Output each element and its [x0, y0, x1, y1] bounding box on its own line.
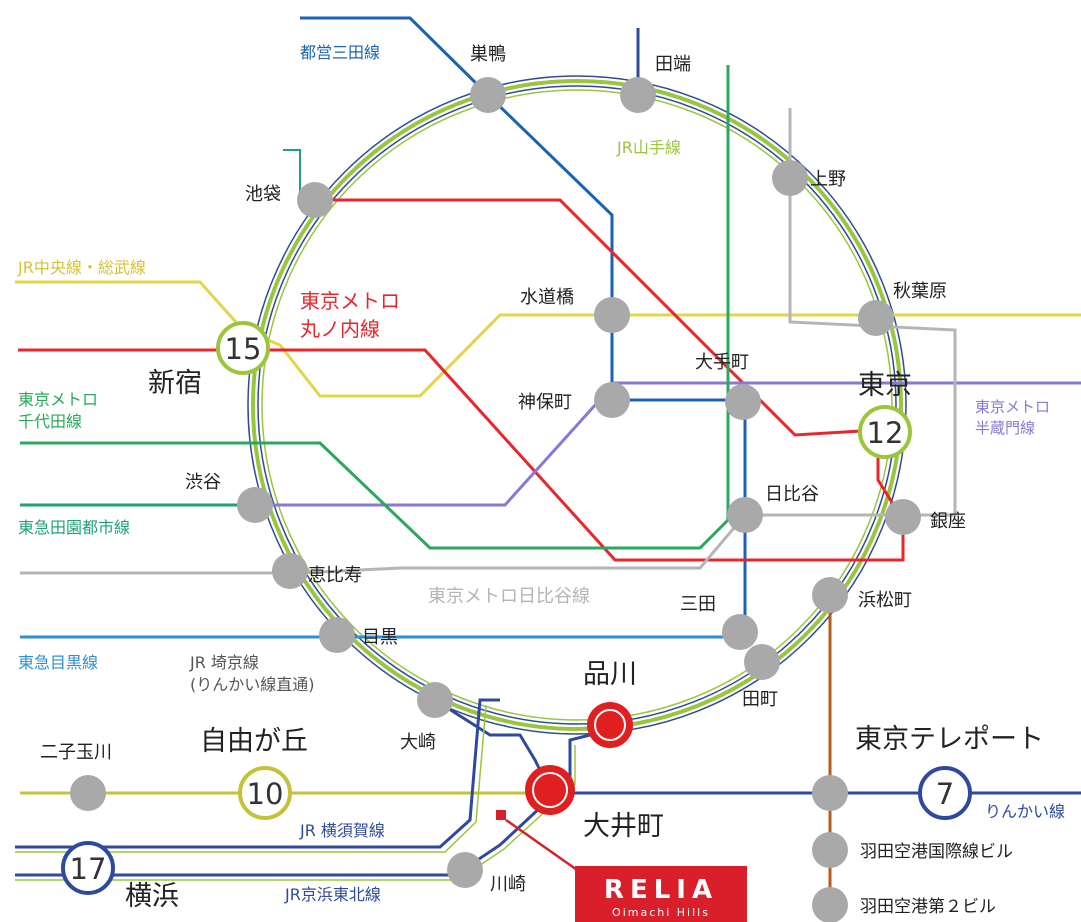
minute-badges: 15 12 10 7 17 [61, 321, 972, 895]
keihin-tohoku-inner-rail [257, 85, 897, 725]
label-shibuya: 渋谷 [185, 472, 221, 493]
label-hibiya-line: 東京メトロ日比谷線 [428, 586, 590, 607]
label-sugamo: 巣鴨 [470, 44, 506, 65]
label-futakotamagawa: 二子玉川 [40, 742, 112, 763]
station-dot-shinagawa [587, 702, 633, 748]
yamanote-rail [251, 79, 903, 731]
station-dot-mita [722, 614, 758, 650]
label-shinagawa: 品川 [583, 659, 637, 690]
station-dot-ebisu [272, 553, 308, 589]
label-otemachi: 大手町 [695, 352, 749, 373]
label-meguro-line: 東急目黒線 [18, 653, 98, 672]
label-tokyo-teleport: 東京テレポート [855, 724, 1044, 755]
label-tamachi: 田町 [742, 689, 778, 710]
line-labels: 都営三田線 JR山手線 JR中央線・総武線 東京メトロ丸ノ内線 東京メトロ千代田… [17, 43, 1065, 904]
label-hamamatsucho: 浜松町 [858, 590, 912, 611]
relia-name: RELIA [604, 875, 718, 905]
label-denentoshi-line: 東急田園都市線 [18, 518, 130, 537]
chuo-sobu-line [15, 280, 1081, 398]
minutes-shinjuku: 15 [225, 332, 262, 366]
label-ginza: 銀座 [930, 511, 966, 532]
station-dot-akihabara [858, 300, 894, 336]
yamanote-inner-rail [261, 89, 893, 721]
label-mita: 三田 [680, 594, 716, 615]
marunouchi-line [18, 198, 905, 562]
label-hibiya: 日比谷 [765, 484, 819, 505]
relia-site-marker [496, 810, 506, 820]
label-akihabara: 秋葉原 [893, 281, 947, 302]
station-dot-jimbocho [594, 382, 630, 418]
station-dot-ueno [772, 160, 808, 196]
hanzomon-line [255, 381, 1081, 507]
station-dot-tokyo-teleport [812, 775, 848, 811]
label-jiyugaoka: 自由が丘 [200, 726, 308, 757]
label-shinjuku: 新宿 [148, 368, 202, 399]
station-dot-osaki [417, 682, 453, 718]
station-dot-haneda-t2 [812, 887, 848, 922]
yokosuka-line-inner [15, 704, 487, 853]
minutes-tokyo: 12 [867, 416, 904, 450]
label-keihin-tohoku-line: JR京浜東北線 [284, 885, 381, 904]
label-haneda-intl: 羽田空港国際線ビル [860, 842, 1013, 862]
station-dot-kawasaki [447, 852, 483, 888]
label-hanzomon-line: 東京メトロ半蔵門線 [975, 398, 1050, 437]
station-dot-sugamo [470, 77, 506, 113]
highlight-stations [525, 702, 633, 815]
label-oimachi: 大井町 [583, 811, 664, 842]
label-tokyo: 東京 [858, 370, 912, 401]
label-meguro: 目黒 [362, 627, 398, 648]
station-dot-ikebukuro [297, 182, 333, 218]
label-yokosuka-line: JR 横須賀線 [299, 821, 385, 840]
label-haneda-t2: 羽田空港第２ビル [860, 897, 996, 917]
station-dot-ginza [885, 499, 921, 535]
label-yamanote-line: JR山手線 [616, 138, 681, 157]
badge-tokyo [858, 405, 912, 459]
label-kawasaki: 川崎 [490, 874, 526, 895]
minutes-tokyo-teleport: 7 [936, 777, 954, 811]
badge-tokyo-teleport [918, 766, 972, 820]
minutes-jiyugaoka: 10 [247, 777, 284, 811]
badge-jiyugaoka [238, 766, 292, 820]
label-saikyo-line: JR 埼京線(りんかい線直通) [189, 653, 315, 694]
station-dot-tamachi [744, 644, 780, 680]
yamanote-loop [247, 75, 907, 735]
label-ebisu: 恵比寿 [308, 565, 362, 586]
station-dot-hibiya [727, 497, 763, 533]
label-chuo-sobu-line: JR中央線・総武線 [17, 258, 146, 277]
station-dot-otemachi [725, 384, 761, 420]
station-dot-meguro [319, 617, 355, 653]
minutes-yokohama: 17 [70, 852, 107, 886]
station-dot-futakotamagawa [70, 775, 106, 811]
relia-pointer-line [505, 818, 581, 874]
badge-shinjuku [216, 321, 270, 375]
label-chiyoda-line: 東京メトロ千代田線 [18, 390, 98, 431]
relia-subname: Oimachi Hills [612, 906, 710, 919]
label-tabata: 田端 [655, 54, 691, 75]
keihin-tohoku-south [15, 728, 611, 877]
label-ueno: 上野 [810, 169, 846, 190]
station-labels: 巣鴨 田端 上野 池袋 水道橋 秋葉原 大手町 東京 新宿 神保町 渋谷 日比谷… [40, 44, 1044, 917]
relia-logo: RELIA Oimachi Hills [575, 866, 747, 922]
label-osaki: 大崎 [400, 732, 436, 753]
station-dot-suidobashi [594, 297, 630, 333]
station-dot-haneda-intl [812, 832, 848, 868]
keihin-tohoku-outer-rail [247, 75, 907, 735]
station-dots [70, 77, 921, 922]
label-yokohama: 横浜 [125, 881, 179, 912]
badge-yokohama [61, 841, 115, 895]
ikebukuro-stub [283, 149, 301, 200]
label-suidobashi: 水道橋 [520, 287, 574, 308]
label-jimbocho: 神保町 [518, 392, 572, 413]
keihin-tohoku-south-inner [15, 745, 576, 881]
station-dot-hamamatsucho [812, 577, 848, 613]
label-ikebukuro: 池袋 [245, 184, 281, 205]
station-dot-tabata [620, 77, 656, 113]
station-dot-shibuya [237, 487, 273, 523]
label-mita-line: 都営三田線 [300, 43, 380, 62]
label-rinkai-line: りんかい線 [985, 802, 1065, 821]
chiyoda-line [20, 65, 730, 550]
yokosuka-line [15, 698, 500, 849]
label-marunouchi-line: 東京メトロ丸ノ内線 [300, 289, 400, 341]
